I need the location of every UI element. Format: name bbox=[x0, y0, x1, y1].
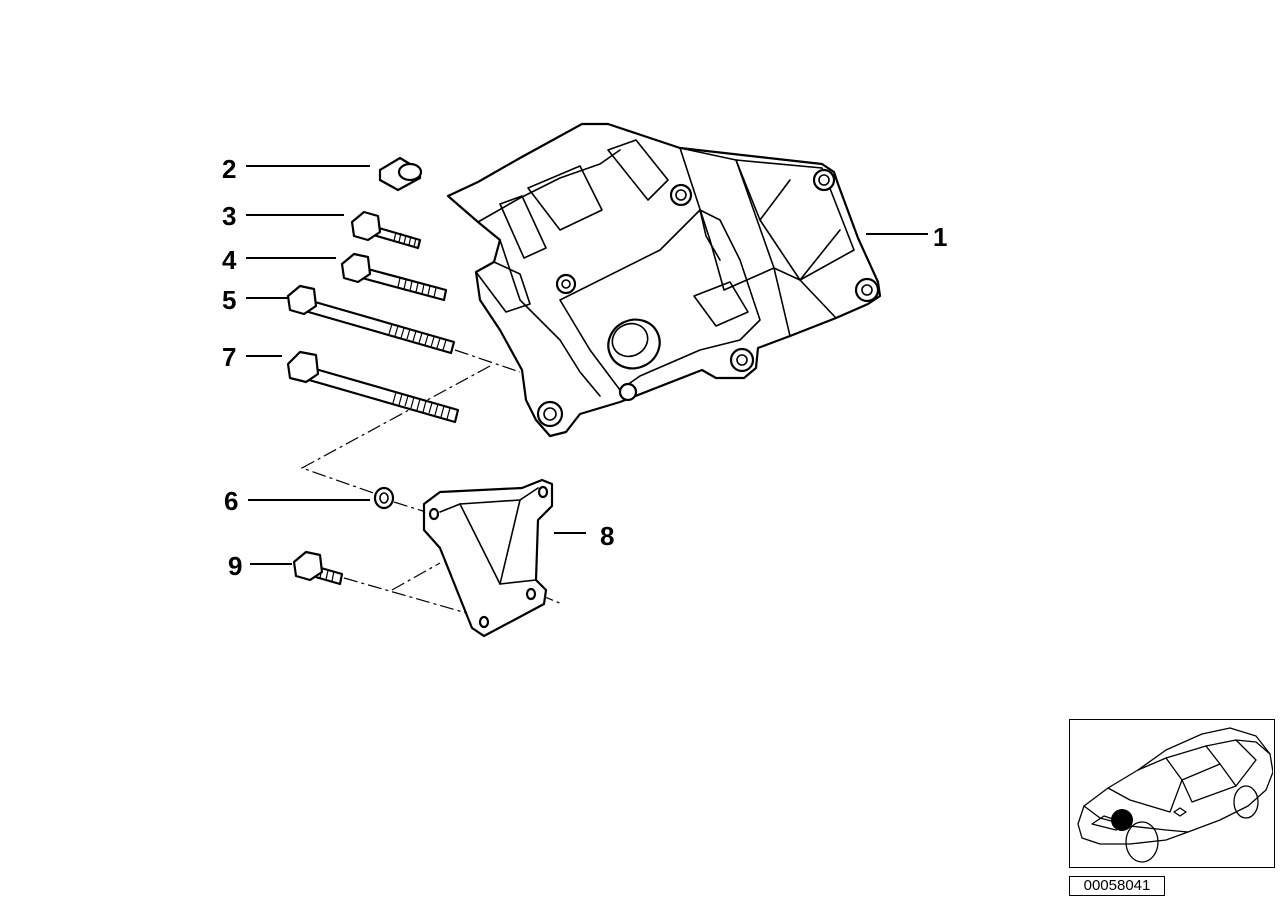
callout-number-9: 9 bbox=[228, 551, 242, 581]
bracket-mount-hole-4 bbox=[729, 347, 755, 373]
bracket-mount-hole-5-inner bbox=[561, 279, 571, 289]
callout-7[interactable]: 7 bbox=[222, 342, 282, 372]
bolt-extra-long-thread bbox=[392, 391, 451, 420]
callout-number-1: 1 bbox=[933, 222, 947, 252]
car-front-wheel bbox=[1125, 821, 1159, 863]
callout-6[interactable]: 6 bbox=[224, 486, 370, 516]
bracket-fold-inner bbox=[499, 499, 521, 585]
alignment-line-washer-bracket bbox=[393, 501, 427, 513]
bracket-mount-hole-3-inner bbox=[861, 284, 873, 296]
bracket-mount-hole-1 bbox=[669, 183, 693, 207]
callout-5[interactable]: 5 bbox=[222, 285, 288, 315]
bolt-extra-long-part[interactable] bbox=[286, 350, 460, 424]
bracket-rib-top bbox=[477, 149, 621, 223]
bracket-rib-left bbox=[499, 239, 601, 397]
bracket-hole-3 bbox=[525, 587, 537, 601]
bolt-short-head bbox=[350, 210, 382, 242]
bolt-extra-long-head bbox=[286, 350, 320, 384]
bolt-long-head bbox=[286, 284, 318, 316]
bolt-medium-part[interactable] bbox=[340, 252, 448, 302]
main-support-bracket-part[interactable] bbox=[446, 122, 882, 438]
car-hood-line bbox=[1107, 779, 1183, 813]
callout-number-4: 4 bbox=[222, 245, 237, 275]
callout-number-5: 5 bbox=[222, 285, 236, 315]
bracket-mount-hole-4-inner bbox=[736, 354, 748, 366]
callout-3[interactable]: 3 bbox=[222, 201, 344, 231]
callout-1[interactable]: 1 bbox=[866, 222, 947, 252]
bracket-hole-1 bbox=[428, 507, 440, 521]
callout-number-6: 6 bbox=[224, 486, 238, 516]
car-mirror bbox=[1173, 807, 1187, 817]
bolt-long-part[interactable] bbox=[286, 284, 456, 355]
bracket-mount-hole-5 bbox=[555, 273, 577, 295]
bolt-bracket-head bbox=[292, 550, 324, 582]
bracket-edge bbox=[439, 547, 473, 629]
washer-part[interactable] bbox=[373, 486, 395, 510]
bracket-pocket-3 bbox=[607, 139, 669, 201]
bracket-mount-hole-2-inner bbox=[818, 174, 830, 186]
bracket-mount-hole-3 bbox=[854, 277, 880, 303]
bracket-boss bbox=[559, 209, 761, 391]
callout-number-7: 7 bbox=[222, 342, 236, 372]
bracket-pocket-2 bbox=[527, 165, 603, 231]
bolt-bracket-part[interactable] bbox=[292, 550, 344, 586]
callout-4[interactable]: 4 bbox=[222, 245, 336, 275]
callout-2[interactable]: 2 bbox=[222, 154, 370, 184]
bracket-mount-hole-2 bbox=[812, 168, 836, 192]
bracket-boss-flat bbox=[693, 281, 749, 327]
washer-hole bbox=[379, 492, 389, 504]
washer-outer bbox=[373, 486, 395, 510]
bolt-medium-shaft bbox=[360, 266, 448, 302]
diagram-number-label: 00058041 bbox=[1069, 876, 1165, 896]
bracket-mount-hole-7 bbox=[536, 400, 564, 428]
bracket-pocket-4 bbox=[679, 147, 775, 291]
bolt-short-part[interactable] bbox=[350, 210, 422, 250]
alignment-line-bolt7-washer bbox=[300, 365, 491, 497]
bracket-bore-inner bbox=[611, 322, 649, 358]
callout-9[interactable]: 9 bbox=[228, 551, 292, 581]
bracket-cross-rib-2 bbox=[759, 219, 841, 281]
bracket-pocket-1 bbox=[499, 195, 547, 259]
bracket-mount-hole-6 bbox=[618, 382, 638, 402]
bolt-medium-thread bbox=[397, 277, 437, 298]
bracket-pocket-5 bbox=[735, 159, 855, 281]
spacer-sleeve-part[interactable] bbox=[378, 156, 423, 192]
bracket-rib-right bbox=[773, 267, 791, 337]
bolt-long-thread bbox=[388, 323, 447, 351]
car-illustration bbox=[1077, 727, 1274, 863]
callout-number-8: 8 bbox=[600, 521, 614, 551]
location-marker-dot bbox=[1111, 809, 1133, 831]
car-windshield bbox=[1165, 745, 1221, 781]
bolt-medium-head bbox=[340, 252, 372, 284]
bracket-mount-hole-7-inner bbox=[543, 407, 557, 421]
bracket-outline bbox=[446, 122, 882, 438]
bracket-fold-top bbox=[439, 487, 539, 513]
bracket-rib-right-2 bbox=[799, 279, 837, 319]
alignment-line-bolt9-b bbox=[391, 562, 441, 591]
callout-number-3: 3 bbox=[222, 201, 236, 231]
car-pillar bbox=[1219, 763, 1237, 787]
alignment-line-bolt5 bbox=[454, 349, 521, 373]
alignment-lines bbox=[300, 349, 563, 615]
callout-8[interactable]: 8 bbox=[554, 521, 614, 551]
alignment-line-bolt9 bbox=[343, 577, 471, 615]
bolt-short-thread bbox=[393, 231, 417, 248]
bracket-hole-4 bbox=[478, 615, 490, 629]
bracket-part[interactable] bbox=[422, 478, 554, 638]
car-rear-wheel bbox=[1233, 785, 1259, 819]
bracket-boss-edge bbox=[699, 209, 721, 261]
vehicle-location-inset bbox=[1069, 719, 1275, 868]
car-roof bbox=[1137, 727, 1271, 771]
bracket-hole-2 bbox=[537, 485, 549, 499]
sleeve-end bbox=[397, 162, 423, 182]
bracket-ear bbox=[475, 261, 531, 313]
bracket-mount-hole-1-inner bbox=[675, 189, 687, 201]
callout-number-2: 2 bbox=[222, 154, 236, 184]
